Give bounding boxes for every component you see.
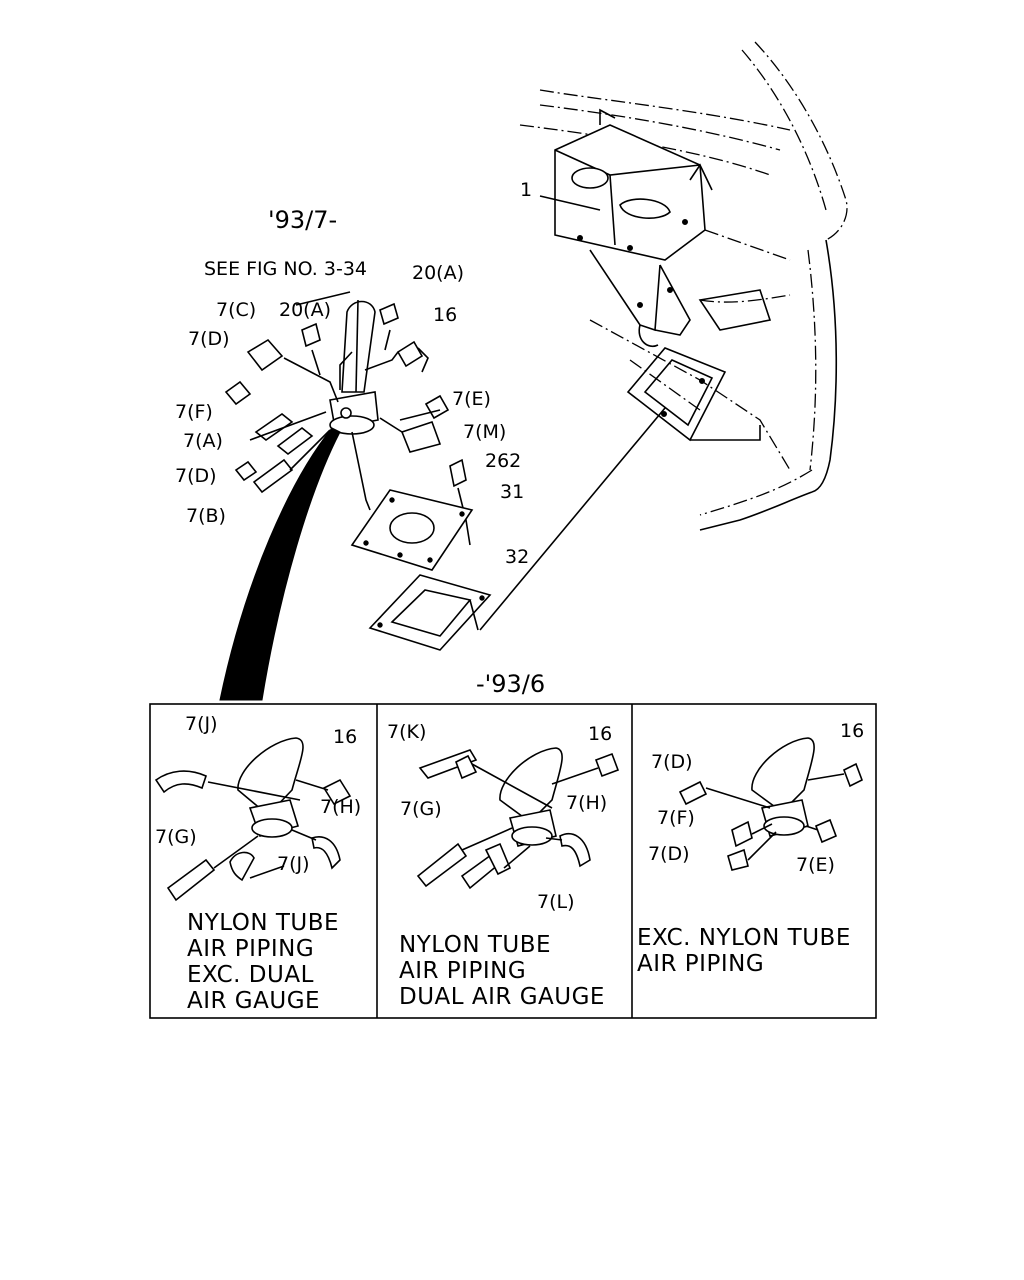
- label-32: 32: [505, 546, 529, 568]
- plate-part-31: [350, 489, 474, 571]
- label-7m: 7(M): [463, 421, 506, 443]
- panel1-label-7j-low: 7(J): [277, 853, 310, 875]
- panel1-caption-line4: AIR GAUGE: [187, 988, 320, 1014]
- detail-callout-wedge: [219, 427, 341, 701]
- panel3-label-7d-low: 7(D): [648, 843, 690, 865]
- label-7d-top: 7(D): [188, 328, 230, 350]
- see-fig-reference: SEE FIG NO. 3-34: [204, 258, 367, 280]
- panel2-label-16: 16: [588, 723, 612, 745]
- panel2-label-7k: 7(K): [387, 721, 426, 743]
- panel2-caption-line1: NYLON TUBE: [399, 932, 551, 958]
- bracket-part-1: [539, 108, 713, 347]
- panel3-label-7e: 7(E): [796, 854, 835, 876]
- panel1-label-16: 16: [333, 726, 357, 748]
- label-7e: 7(E): [452, 388, 491, 410]
- label-1: 1: [520, 179, 532, 201]
- panel2-label-7g: 7(G): [400, 798, 442, 820]
- label-20a-right: 20(A): [412, 262, 464, 284]
- period-label-top: '93/7-: [268, 206, 337, 234]
- panel2-label-7h: 7(H): [566, 792, 607, 814]
- label-7a: 7(A): [183, 430, 223, 452]
- top-assembly: [224, 291, 471, 546]
- panel2-caption-line2: AIR PIPING: [399, 958, 526, 984]
- panel-1-drawing: [154, 737, 352, 902]
- period-label-bottom: -'93/6: [476, 670, 545, 698]
- label-7c: 7(C): [216, 299, 256, 321]
- label-7b: 7(B): [186, 505, 226, 527]
- panel3-label-7d-top: 7(D): [651, 751, 693, 773]
- bottom-panels-frame: [149, 703, 877, 1019]
- panel-3-drawing: [678, 737, 864, 871]
- panel2-caption-line3: DUAL AIR GAUGE: [399, 984, 605, 1010]
- label-262: 262: [485, 450, 521, 472]
- label-7f: 7(F): [175, 401, 213, 423]
- panel1-label-7j-top: 7(J): [185, 713, 218, 735]
- label-7d-low: 7(D): [175, 465, 217, 487]
- panel1-label-7g: 7(G): [155, 826, 197, 848]
- panel3-caption-line2: AIR PIPING: [637, 951, 764, 977]
- panel3-label-16: 16: [840, 720, 864, 742]
- panel1-caption-line2: AIR PIPING: [187, 936, 314, 962]
- label-20a-left: 20(A): [279, 299, 331, 321]
- panel1-caption-line1: NYLON TUBE: [187, 910, 339, 936]
- panel2-label-7l: 7(L): [537, 891, 575, 913]
- panel-2-drawing: [416, 747, 620, 890]
- floor-opening: [626, 347, 761, 442]
- panel1-label-7h: 7(H): [320, 796, 361, 818]
- label-31: 31: [500, 481, 524, 503]
- panel1-caption-line3: EXC. DUAL: [187, 962, 314, 988]
- gasket-part-32: [368, 407, 666, 651]
- panel3-label-7f: 7(F): [657, 807, 695, 829]
- cab-body-outline: [519, 41, 848, 531]
- labels: '93/7- -'93/6 SEE FIG NO. 3-34 20(A) 20(…: [155, 179, 864, 1014]
- label-16: 16: [433, 304, 457, 326]
- panel3-caption-line1: EXC. NYLON TUBE: [637, 925, 851, 951]
